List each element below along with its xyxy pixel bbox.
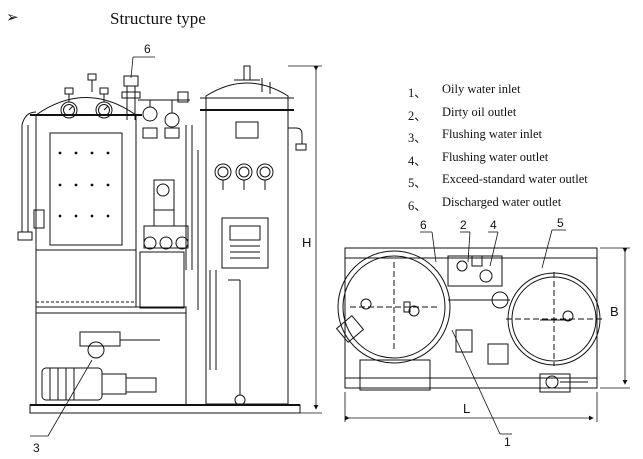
top-view <box>335 247 602 393</box>
legend-number: 2、 <box>408 108 427 123</box>
legend-list: 1、 Oily water inlet 2、 Dirty oil outlet 3、… <box>408 82 638 217</box>
left-tank-gauges <box>60 73 113 119</box>
dimension-width-label: B <box>610 304 619 319</box>
dimension-width <box>600 247 630 389</box>
dimension-length <box>344 392 598 422</box>
left-side-pipe <box>17 111 45 241</box>
legend-number: 1、 <box>408 86 427 100</box>
central-column <box>139 179 189 309</box>
left-tank-bolts <box>58 151 110 218</box>
callout-6-top-label: 6 <box>420 218 427 232</box>
legend-item: 6、 Discharged water outlet <box>408 195 638 218</box>
legend-item: 2、 Dirty oil outlet <box>408 105 638 128</box>
front-view <box>17 65 307 414</box>
legend-item: 1、 Oily water inlet <box>408 82 638 105</box>
legend-item: 4、 Flushing water outlet <box>408 150 638 173</box>
legend-text: Exceed-standard water outlet <box>442 172 588 186</box>
legend-number: 4、 <box>408 153 427 168</box>
legend-text: Flushing water outlet <box>442 149 549 164</box>
dimension-height-label: H <box>302 235 311 250</box>
top-left-vessel <box>337 250 451 364</box>
legend-number: 3、 <box>408 131 427 145</box>
legend-text: Dirty oil outlet <box>442 104 517 119</box>
middle-valve-cluster <box>138 91 193 270</box>
interconnect-pipes <box>197 150 246 406</box>
page-title: Structure type <box>110 9 206 28</box>
legend-text: Discharged water outlet <box>442 194 562 209</box>
callout-6-front-label: 6 <box>144 42 151 56</box>
dimension-height <box>288 65 322 414</box>
callout-3-front-label: 3 <box>33 441 40 455</box>
callout-1-top-label: 1 <box>504 435 511 449</box>
legend-text: Flushing water inlet <box>442 127 542 141</box>
legend-number: 5、 <box>408 176 427 190</box>
legend-number: 6、 <box>408 198 427 213</box>
callout-6-front <box>130 56 155 79</box>
callout-3-front <box>30 359 93 437</box>
legend-item: 3、 Flushing water inlet <box>408 127 638 150</box>
callout-5-top-label: 5 <box>557 216 564 230</box>
dimension-length-label: L <box>463 401 470 416</box>
discharged-water-outlet-pipe <box>121 75 141 120</box>
base-frame <box>29 306 301 414</box>
legend-item: 5、 Exceed-standard water outlet <box>408 172 638 195</box>
callout-4-top-label: 4 <box>490 218 497 232</box>
top-view-callouts <box>420 229 566 435</box>
bullet-arrow-icon: ➢ <box>6 8 19 26</box>
pump-motor <box>41 331 160 401</box>
callout-2-top-label: 2 <box>460 218 467 232</box>
legend-text: Oily water inlet <box>442 82 521 96</box>
left-separator-tank <box>30 97 142 308</box>
